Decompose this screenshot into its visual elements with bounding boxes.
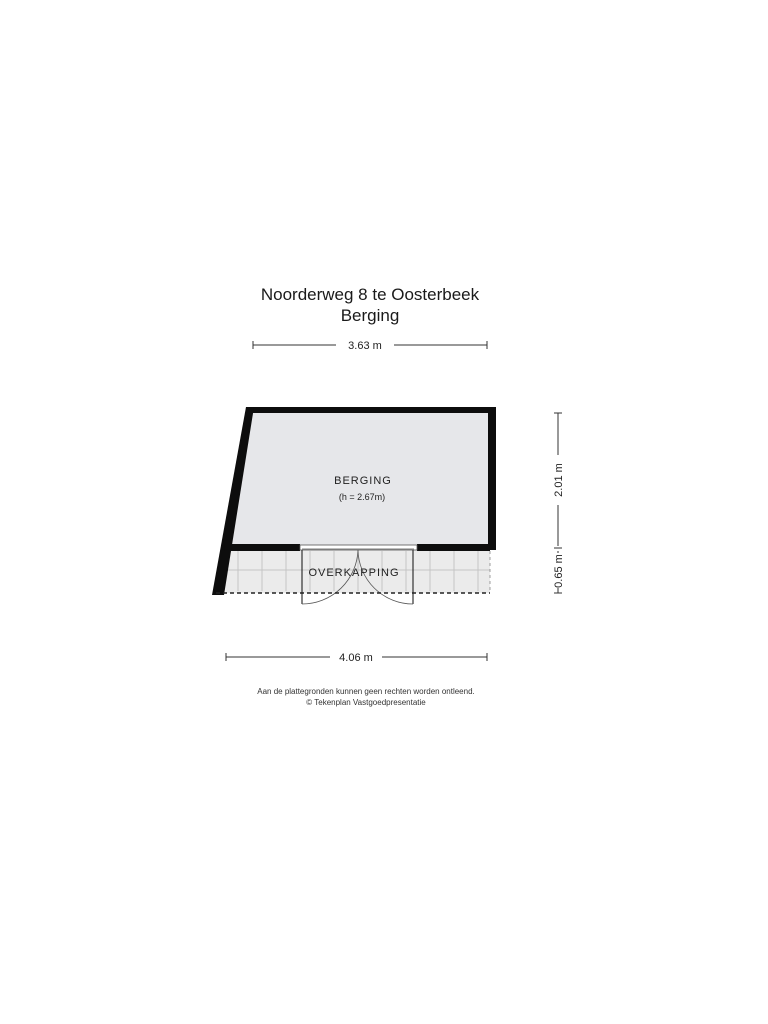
plan-subtitle: Berging [340,306,400,325]
wall-bottom-right [417,544,490,551]
plan-footer: Aan de plattegronden kunnen geen rechten… [0,686,732,708]
footer-copyright: © Tekenplan Vastgoedpresentatie [306,698,426,707]
dimension-right-upper-label: 2.01 m [553,463,565,497]
overkapping-tiles [221,551,490,591]
plan-title: Noorderweg 8 te Oosterbeek [260,285,480,304]
wall-right [488,407,496,550]
door-swing-right [357,549,414,605]
berging-label: BERGING [334,475,392,487]
plan-title-block: Noorderweg 8 te Oosterbeek Berging [0,284,740,326]
dimension-bottom: 4.06 m [225,652,488,664]
double-door [299,544,418,605]
wall-left [212,407,254,595]
door-frame [299,544,418,551]
dimension-right: 2.01 m 0.65 m [553,412,565,594]
door-swing-left [301,549,359,605]
footer-disclaimer: Aan de plattegronden kunnen geen rechten… [257,687,475,696]
wall-top [248,407,496,413]
dimension-right-lower-label: 0.65 m [553,554,565,588]
dimension-top-label: 3.63 m [348,340,382,352]
dimension-bottom-label: 4.06 m [339,652,373,664]
walls [212,407,496,595]
dimension-top: 3.63 m [252,340,488,352]
berging-room-fill [225,413,490,547]
overkapping-label: OVERKAPPING [308,567,399,579]
berging-height-note: (h = 2.67m) [339,492,385,502]
wall-bottom-left [224,544,300,551]
